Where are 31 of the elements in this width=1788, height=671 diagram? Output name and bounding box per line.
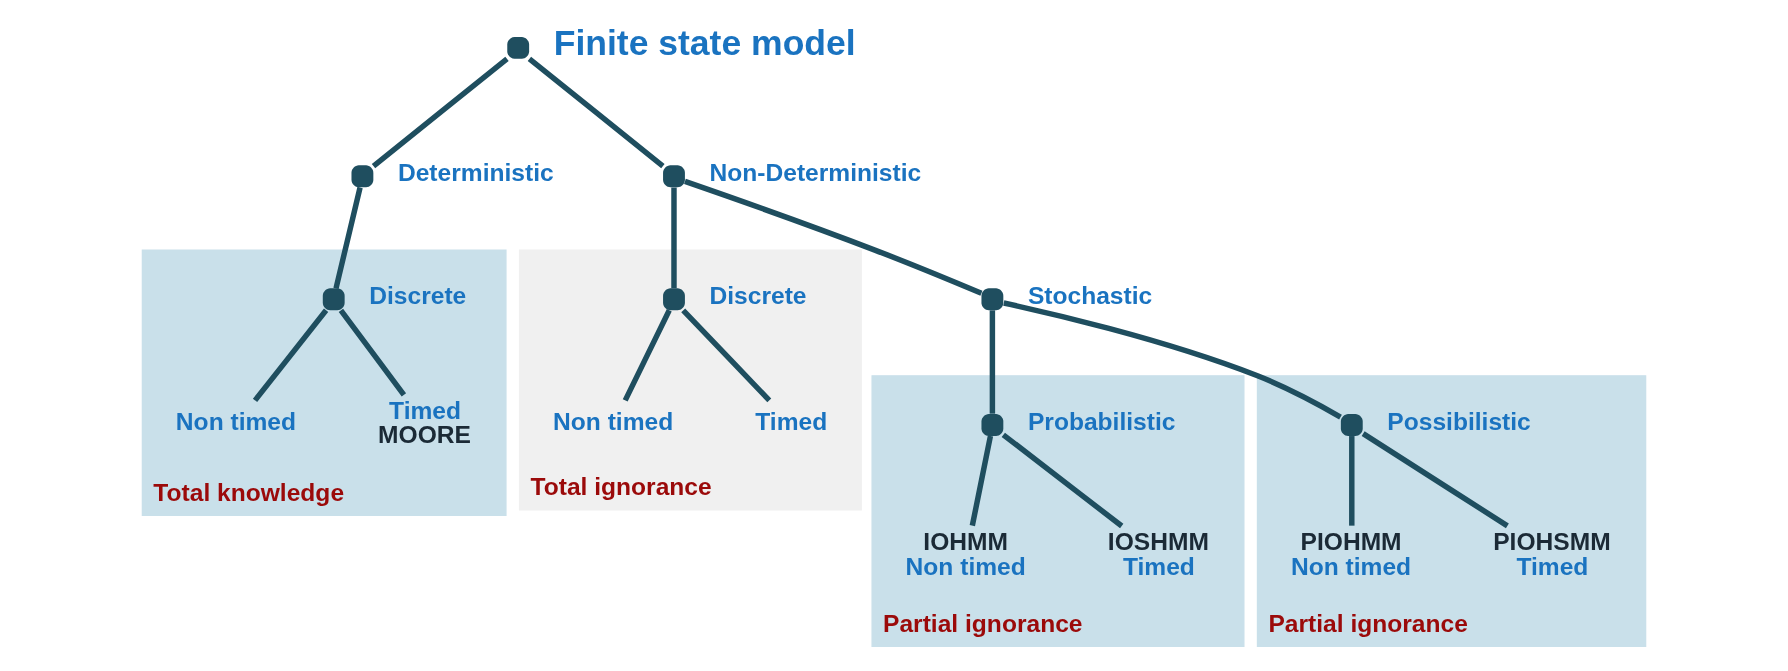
- node-label: Non-Deterministic: [709, 158, 922, 186]
- node-label: Finite state model: [553, 23, 856, 64]
- node-text: IOHMM Non timed: [905, 527, 1026, 580]
- connector: [338, 308, 407, 397]
- node-text: PIOHMM Non timed: [1290, 527, 1412, 580]
- connector: [371, 56, 509, 169]
- node-label: Possibilistic: [1387, 407, 1531, 435]
- connector: [1001, 432, 1124, 529]
- connector: [1349, 436, 1355, 526]
- connector: [681, 308, 772, 403]
- connector: [333, 186, 363, 289]
- node-text: Timed: [755, 407, 828, 435]
- connector: [1003, 300, 1342, 420]
- connector: [252, 308, 329, 403]
- node-label: Discrete: [709, 281, 807, 309]
- node-label: Probabilistic: [1027, 407, 1176, 435]
- connector: [1361, 431, 1509, 529]
- connector: [989, 310, 996, 414]
- node-label: Deterministic: [397, 158, 554, 186]
- node-label: Stochastic: [1027, 281, 1153, 309]
- node-text: Non timed: [553, 407, 674, 435]
- node-label: Discrete: [369, 281, 467, 309]
- connector: [969, 435, 994, 527]
- connector: [527, 56, 665, 169]
- connector: [684, 178, 983, 296]
- node-text: PIOHSMM Timed: [1493, 527, 1611, 580]
- connector: [671, 187, 677, 289]
- node-text: Timed MOORE: [378, 396, 471, 449]
- node-text: IOSHMM Timed: [1107, 527, 1209, 580]
- connector: [622, 309, 672, 402]
- node-text: Non timed: [175, 407, 297, 435]
